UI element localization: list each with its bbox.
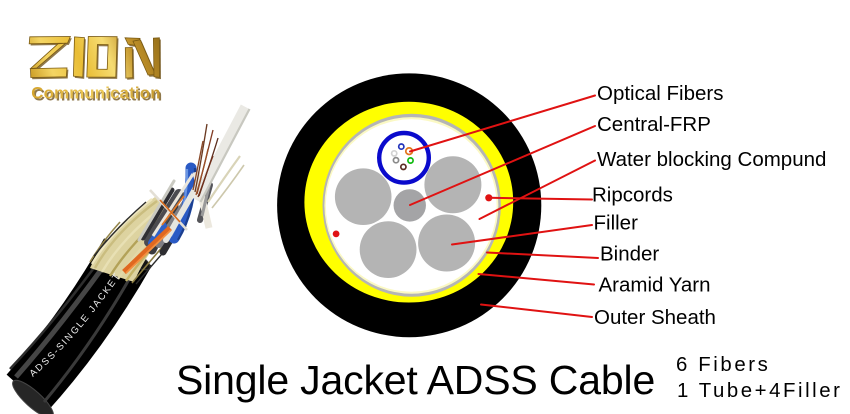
svg-text:Communication: Communication bbox=[33, 85, 162, 104]
svg-text:1 Tube+4Filler: 1 Tube+4Filler bbox=[677, 380, 842, 402]
svg-text:Filler: Filler bbox=[594, 212, 639, 235]
svg-text:Binder: Binder bbox=[600, 243, 659, 266]
svg-text:Outer Sheath: Outer Sheath bbox=[594, 306, 716, 329]
svg-text:6 Fibers: 6 Fibers bbox=[676, 354, 770, 376]
svg-text:Ripcords: Ripcords bbox=[592, 184, 673, 207]
svg-text:Water blocking Compund: Water blocking Compund bbox=[597, 148, 826, 171]
svg-text:Aramid Yarn: Aramid Yarn bbox=[599, 274, 711, 297]
svg-text:Communication: Communication bbox=[31, 83, 160, 102]
svg-text:Central-FRP: Central-FRP bbox=[597, 113, 711, 136]
svg-text:Single Jacket ADSS Cable: Single Jacket ADSS Cable bbox=[176, 357, 655, 403]
svg-text:Optical Fibers: Optical Fibers bbox=[597, 82, 723, 105]
